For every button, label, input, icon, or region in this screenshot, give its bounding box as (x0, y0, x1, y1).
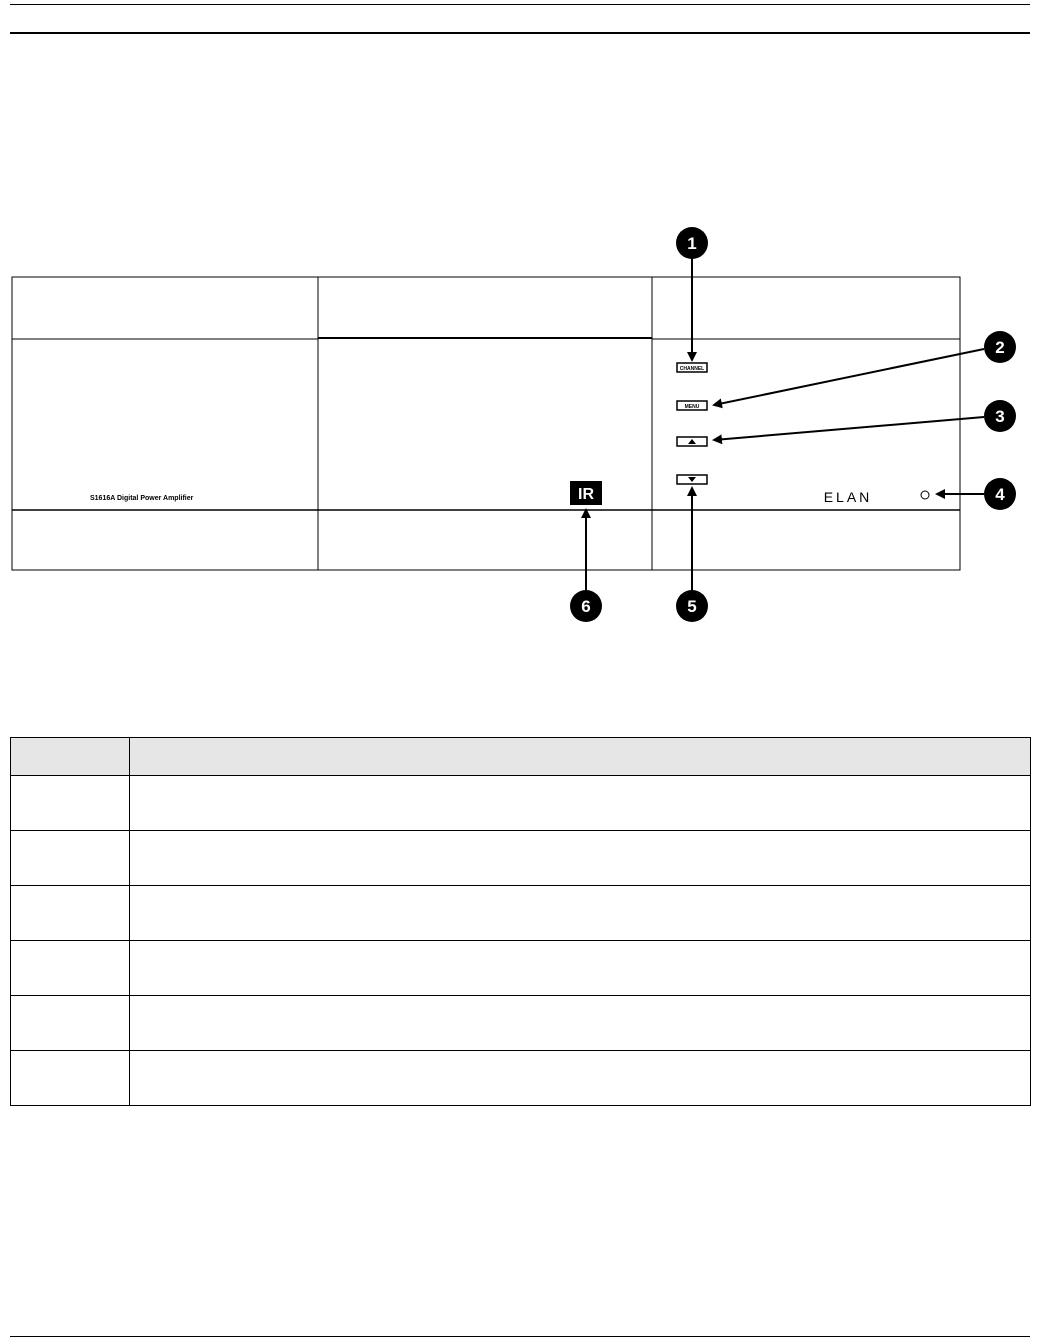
channel-button-label: CHANNEL (680, 366, 704, 372)
callout-badge-1: 1 (676, 227, 708, 259)
table-row (10, 885, 1031, 941)
svg-text:5: 5 (687, 597, 696, 616)
table-header-cell (129, 737, 1031, 776)
front-panel-diagram: S1616A Digital Power Amplifier IR CHANNE… (11, 227, 1016, 622)
table-cell (129, 995, 1031, 1051)
svg-text:3: 3 (995, 407, 1004, 426)
table-header-row (10, 737, 1031, 776)
callout-arrow-3 (712, 416, 985, 445)
table-cell (10, 830, 130, 886)
callout-badge-2: 2 (984, 331, 1016, 363)
table-cell (129, 775, 1031, 831)
svg-text:4: 4 (995, 485, 1005, 504)
callout-badge-3: 3 (984, 400, 1016, 432)
callout-badge-5: 5 (676, 590, 708, 622)
ir-label: IR (578, 486, 594, 503)
down-button[interactable] (676, 474, 708, 485)
table-row (10, 940, 1031, 996)
footer-rule (10, 1336, 1030, 1337)
table-cell (129, 1050, 1031, 1106)
table-cell (129, 830, 1031, 886)
model-label: S1616A Digital Power Amplifier (90, 495, 194, 502)
table-row (10, 1050, 1031, 1106)
panel-outline (11, 276, 961, 571)
table-cell (129, 885, 1031, 941)
down-arrow-icon (688, 477, 696, 482)
table-row (10, 995, 1031, 1051)
table-cell (10, 940, 130, 996)
channel-button[interactable]: CHANNEL (676, 362, 708, 373)
callout-badge-4: 4 (984, 478, 1016, 510)
header-rule-thick (10, 32, 1030, 34)
up-button[interactable] (676, 436, 708, 447)
callout-arrow-2 (712, 348, 985, 409)
table-row (10, 830, 1031, 886)
callout-badge-6: 6 (570, 590, 602, 622)
table-cell (10, 1050, 130, 1106)
power-led-icon (920, 490, 930, 500)
table-cell (129, 940, 1031, 996)
ir-sensor-badge (570, 481, 602, 505)
table-header-cell (10, 737, 130, 776)
header-rule-thin (10, 4, 1030, 5)
svg-text:2: 2 (995, 338, 1004, 357)
table-row (10, 775, 1031, 831)
feature-table (10, 737, 1031, 1106)
table-cell (10, 775, 130, 831)
table-cell (10, 885, 130, 941)
svg-text:6: 6 (581, 597, 590, 616)
table-cell (10, 995, 130, 1051)
brand-logo: ELAN (824, 489, 873, 505)
menu-button-label: MENU (685, 404, 700, 410)
menu-button[interactable]: MENU (676, 400, 708, 411)
up-arrow-icon (688, 439, 696, 444)
svg-text:1: 1 (687, 234, 696, 253)
